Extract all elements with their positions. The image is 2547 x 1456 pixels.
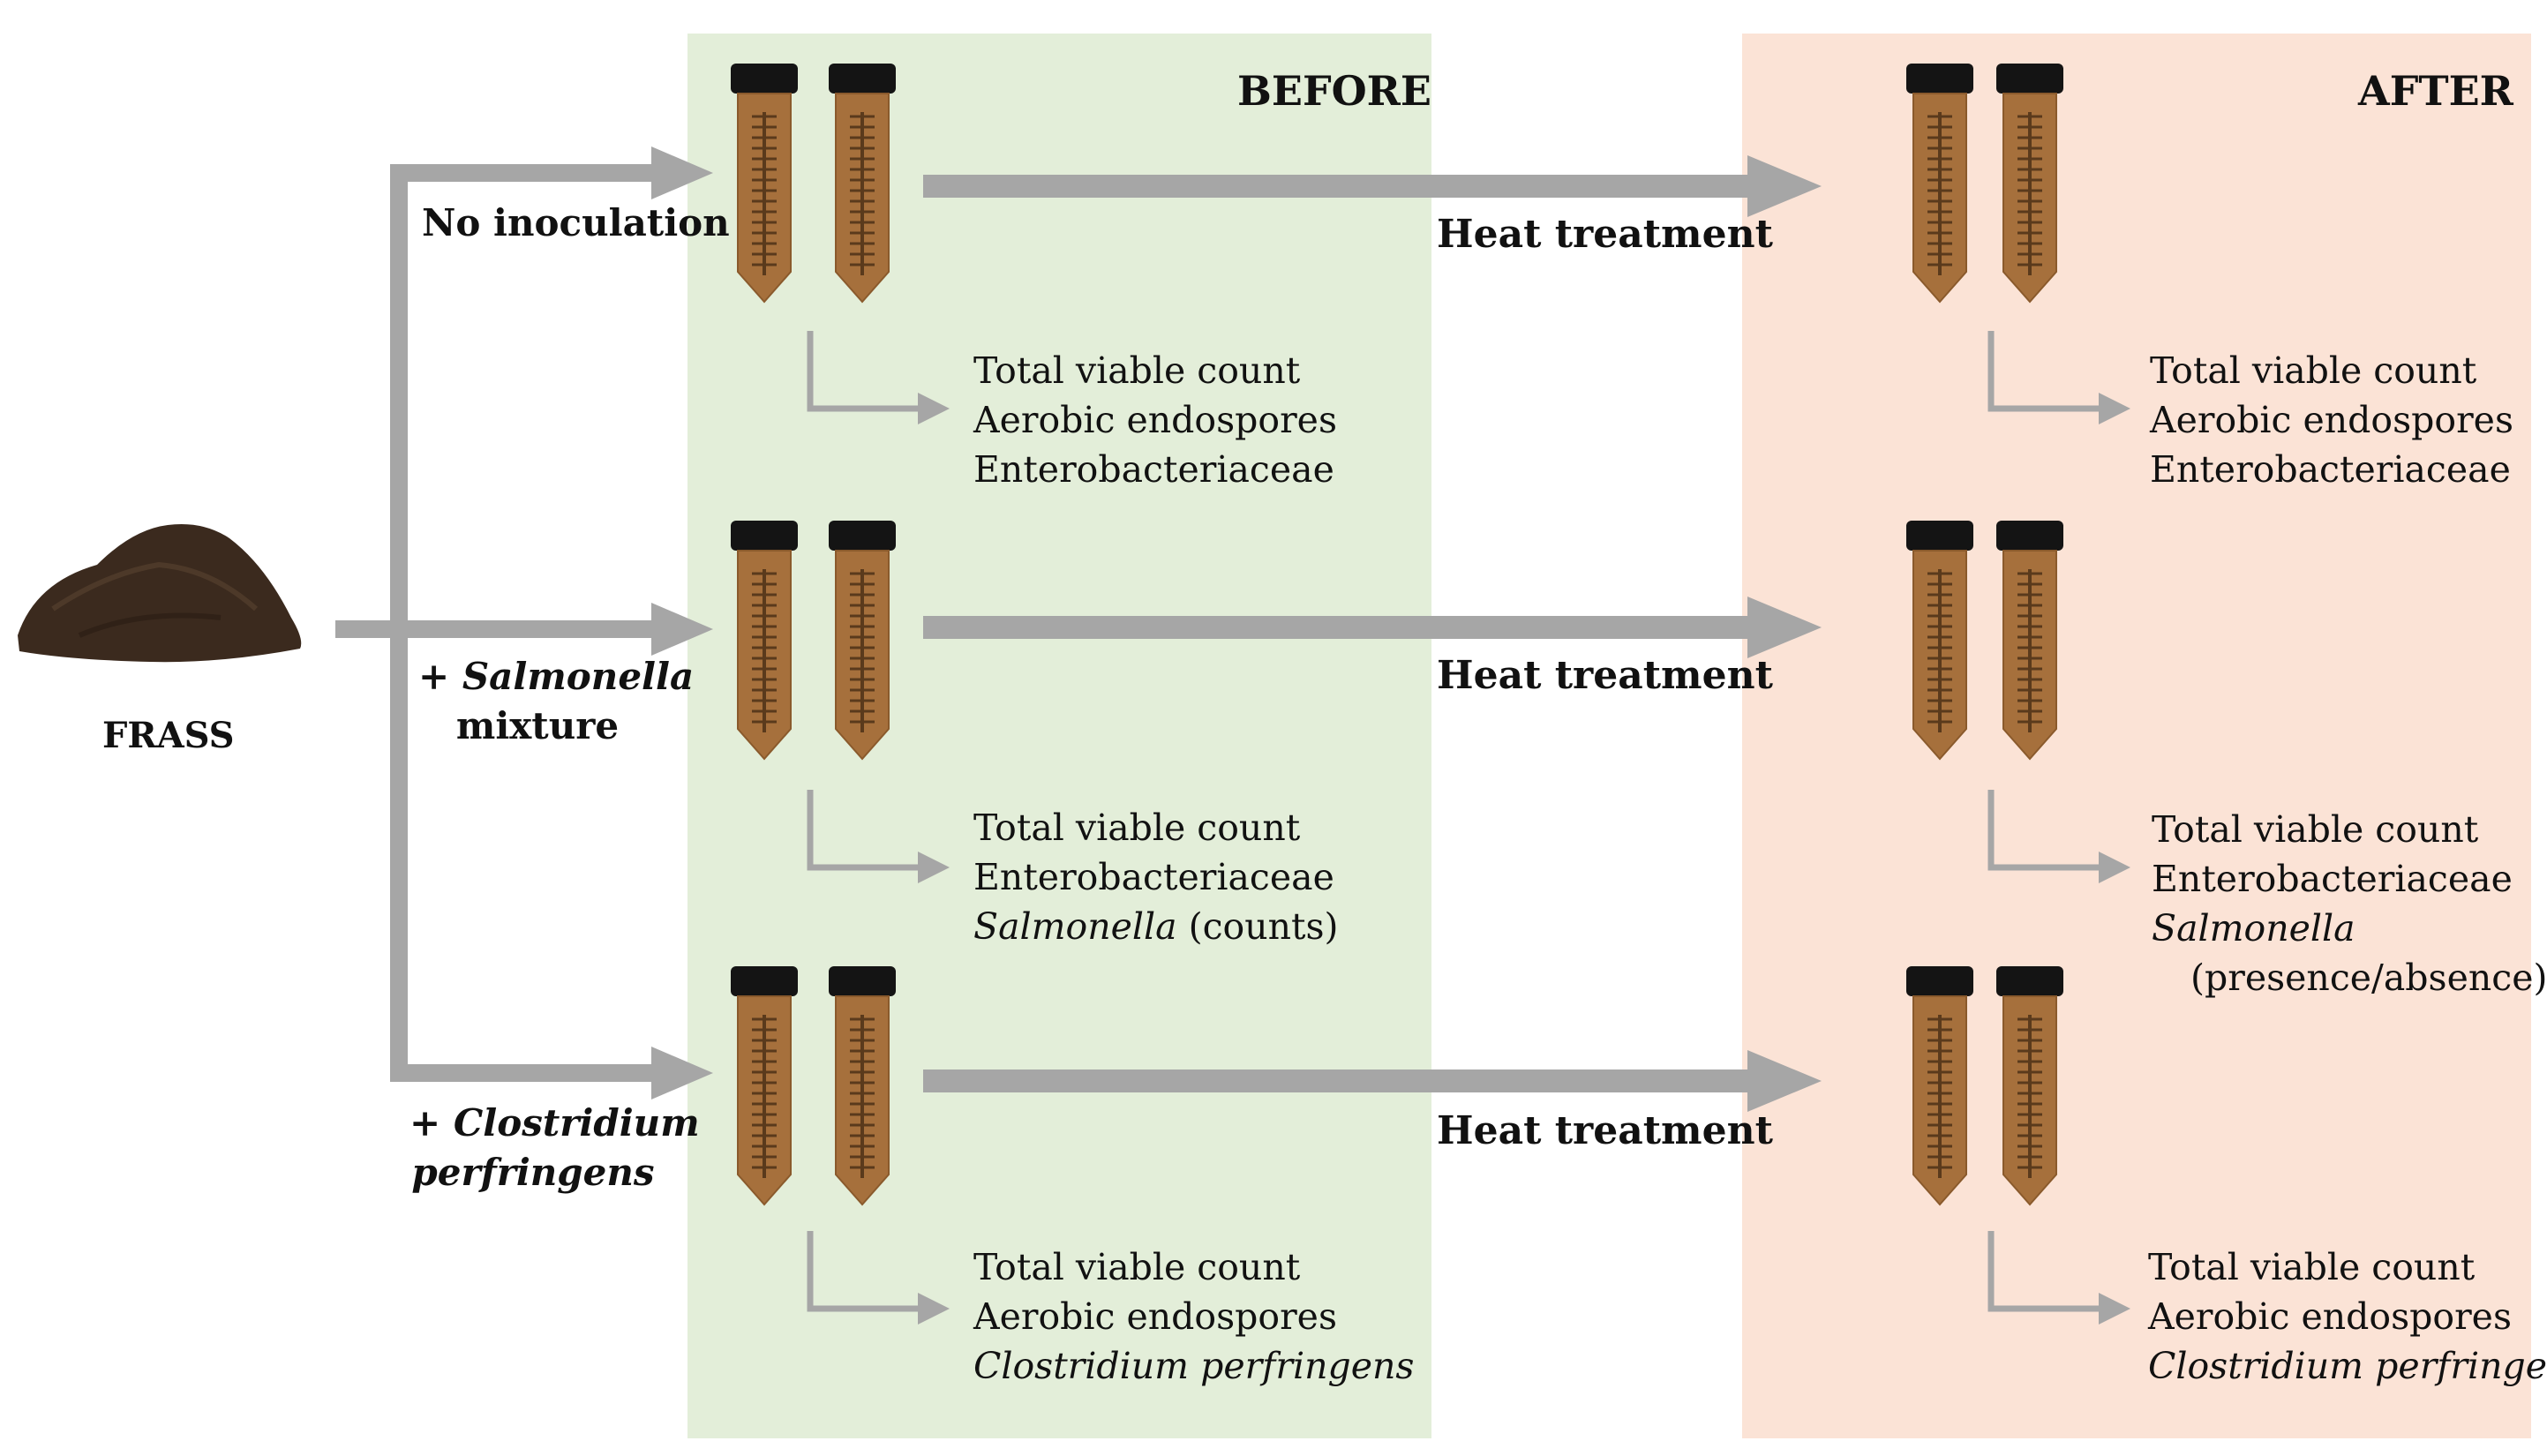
row2-inoculation-label: + Salmonella mixture <box>418 655 695 747</box>
before-tests-row3: Total viable count Aerobic endospores Cl… <box>973 1250 1414 1398</box>
test-item: Salmonella <box>2152 907 2355 949</box>
test-item: Enterobacteriaceae <box>2152 858 2513 900</box>
test-item: Enterobacteriaceae <box>973 448 1334 491</box>
row1-inoculation-label: No inoculation <box>422 201 730 244</box>
test-item: (presence/absence) <box>2190 957 2547 999</box>
test-item: Total viable count <box>2150 349 2477 392</box>
after-tests-row1: Total viable count Aerobic endospores En… <box>2150 353 2513 501</box>
test-item: Aerobic endospores <box>2148 1295 2512 1338</box>
test-item: Aerobic endospores <box>973 1295 1337 1338</box>
before-tests-row2: Total viable count Enterobacteriaceae Sa… <box>973 810 1339 958</box>
test-item: Enterobacteriaceae <box>2150 448 2511 491</box>
after-header: AFTER <box>2358 67 2513 115</box>
row3-inoculation-label: + Clostridium perfringens <box>409 1101 700 1194</box>
heat-treatment-label-row1: Heat treatment <box>1437 212 1773 257</box>
heat-treatment-label-row3: Heat treatment <box>1437 1108 1773 1153</box>
before-tubes-row2 <box>729 519 898 761</box>
heat-treatment-label-row2: Heat treatment <box>1437 653 1773 698</box>
after-tests-row3: Total viable count Aerobic endospores Cl… <box>2148 1250 2547 1398</box>
after-tubes-row2 <box>1905 519 2065 761</box>
inoculation-branch-arrows <box>335 146 713 1100</box>
test-item: Total viable count <box>973 349 1301 392</box>
after-tests-row2: Total viable count Enterobacteriaceae Sa… <box>2152 812 2547 1009</box>
after-tubes-row3 <box>1905 964 2065 1206</box>
before-tubes-row1 <box>729 62 898 304</box>
test-item: Clostridium perfringens <box>973 1345 1415 1387</box>
test-item: Aerobic endospores <box>973 399 1337 441</box>
test-item: Salmonella (counts) <box>973 905 1339 948</box>
before-tubes-row3 <box>729 964 898 1206</box>
test-item: Total viable count <box>2148 1246 2476 1288</box>
after-panel <box>1742 34 2531 1438</box>
before-tests-row1: Total viable count Aerobic endospores En… <box>973 353 1337 501</box>
before-header: BEFORE <box>1237 67 1431 115</box>
test-item: Clostridium perfringens <box>2148 1345 2547 1387</box>
before-panel <box>687 34 1431 1438</box>
test-item: Enterobacteriaceae <box>973 856 1334 898</box>
after-tubes-row1 <box>1905 62 2065 304</box>
test-item: Total viable count <box>973 807 1301 849</box>
test-item: Total viable count <box>2152 808 2479 851</box>
heat-treatment-arrows <box>923 155 1822 1112</box>
test-item: Total viable count <box>973 1246 1301 1288</box>
test-item: Aerobic endospores <box>2150 399 2513 441</box>
frass-pile-image <box>18 524 302 663</box>
frass-label: FRASS <box>102 715 235 756</box>
